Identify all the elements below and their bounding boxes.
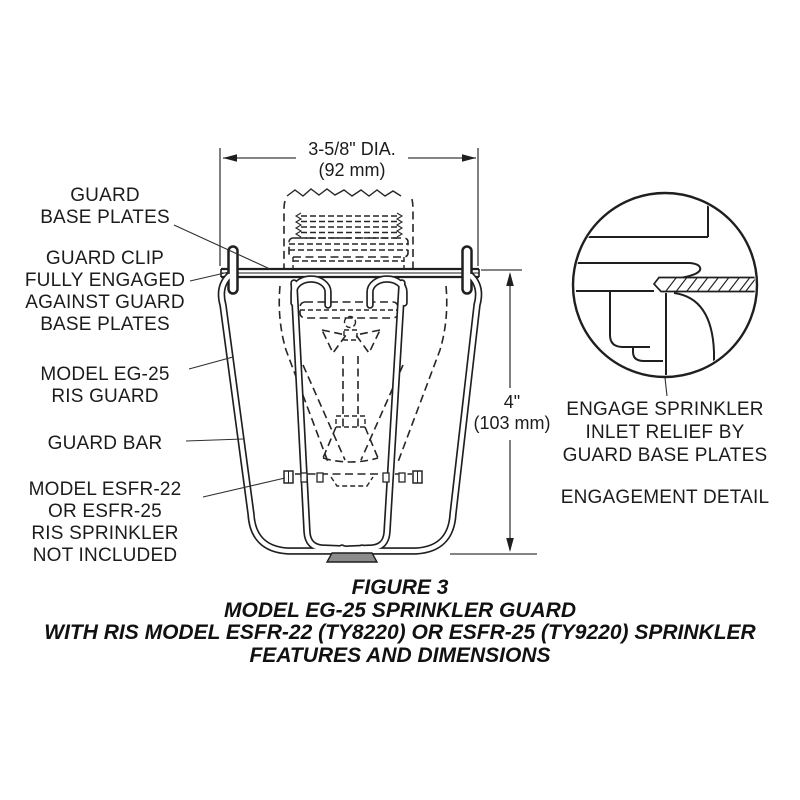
caption-figure-number: FIGURE 3 bbox=[351, 576, 449, 599]
diameter-dimension: 3-5/8" DIA. (92 mm) bbox=[252, 139, 452, 181]
guard-wires-outline bbox=[217, 245, 483, 562]
bottom-pad bbox=[325, 552, 379, 563]
caption-with: WITH RIS MODEL ESFR-22 (TY8220) OR ESFR-… bbox=[44, 621, 756, 644]
label-sprinkler-note: MODEL ESFR-22 OR ESFR-25 RIS SPRINKLER N… bbox=[28, 479, 182, 566]
label-guard-clip: GUARD CLIP FULLY ENGAGED AGAINST GUARD B… bbox=[24, 248, 186, 335]
figure-caption: FIGURE 3 MODEL EG-25 SPRINKLER GUARD WIT… bbox=[0, 576, 800, 667]
dimension-arrowheads bbox=[223, 154, 514, 552]
height-metric: (103 mm) bbox=[473, 413, 551, 433]
sprinkler-shank-dashed bbox=[283, 188, 414, 268]
label-engage-note: ENGAGE SPRINKLER INLET RELIEF BY GUARD B… bbox=[562, 399, 768, 466]
height-value: 4" bbox=[503, 392, 521, 412]
deflector-tines bbox=[283, 470, 423, 484]
dimension-lines bbox=[219, 148, 537, 555]
label-guard-bar: GUARD BAR bbox=[47, 433, 163, 454]
height-dimension: 4" (103 mm) bbox=[447, 392, 577, 434]
guard-wires-core bbox=[219, 247, 481, 561]
label-engagement-detail: ENGAGEMENT DETAIL bbox=[560, 487, 770, 508]
label-guard-base-plates: GUARD BASE PLATES bbox=[40, 185, 170, 228]
caption-features: FEATURES AND DIMENSIONS bbox=[249, 643, 551, 667]
label-model-guard: MODEL EG-25 RIS GUARD bbox=[40, 364, 170, 407]
caption-model: MODEL EG-25 SPRINKLER GUARD bbox=[224, 598, 576, 622]
diameter-value: 3-5/8" DIA. bbox=[308, 139, 396, 159]
base-plates bbox=[220, 267, 480, 279]
detail-contents bbox=[575, 195, 755, 375]
diameter-metric: (92 mm) bbox=[318, 160, 386, 180]
